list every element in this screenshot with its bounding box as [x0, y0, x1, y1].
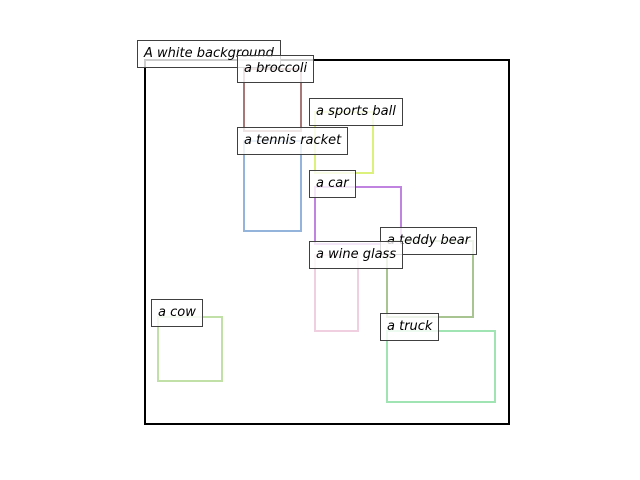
canvas-frame [144, 59, 510, 425]
tennis-racket-label: a tennis racket [237, 127, 349, 155]
sports-ball-label: a sports ball [309, 98, 403, 126]
broccoli-label: a broccoli [237, 55, 315, 83]
truck-box [386, 330, 496, 403]
car-label: a car [309, 170, 356, 198]
truck-label: a truck [380, 313, 440, 341]
cow-label: a cow [151, 299, 203, 327]
wine-glass-label: a wine glass [309, 241, 404, 269]
